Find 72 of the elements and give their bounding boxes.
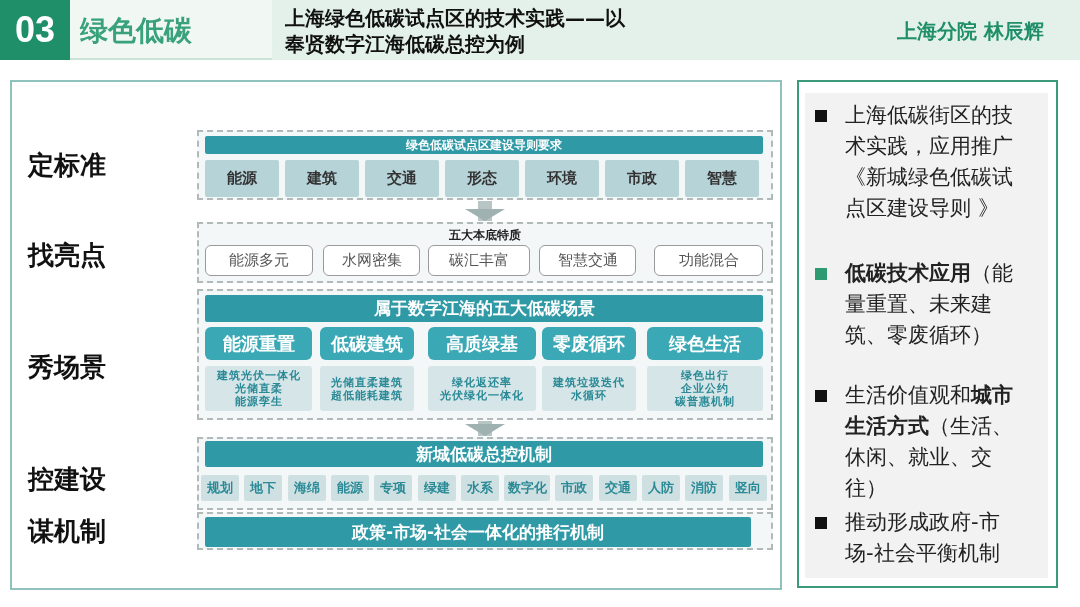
section-number: 03 xyxy=(0,0,70,60)
category-cell: 市政 xyxy=(605,160,679,197)
detail-line: 光储直柔建筑 xyxy=(331,375,403,389)
detail-line: 碳普惠机制 xyxy=(675,395,735,408)
dashed-group-box xyxy=(197,512,773,550)
bullet-text: 生活价值观和城市生活方式（生活、休闲、就业、交往） xyxy=(845,382,1014,502)
category-cell: 环境 xyxy=(525,160,599,197)
mechanism-cell: 绿建 xyxy=(417,475,456,501)
scene-detail-box xyxy=(647,366,763,411)
mechanism-cell: 地下 xyxy=(244,475,283,501)
scene-detail-box xyxy=(428,366,536,411)
mechanism-cell: 竖向 xyxy=(728,475,767,501)
mechanism-cell: 消防 xyxy=(685,475,724,501)
mechanism-cell: 市政 xyxy=(555,475,594,501)
mechanism-cell: 数字化 xyxy=(504,475,551,501)
detail-line: 企业公约 xyxy=(681,382,729,395)
scene-detail-box xyxy=(320,366,414,411)
banner-bar: 政策-市场-社会一体化的推行机制 xyxy=(205,517,751,547)
bullet-text: 推动形成政府-市场-社会平衡机制 xyxy=(845,509,1001,567)
dashed-group-box xyxy=(197,437,773,510)
category-cell: 交通 xyxy=(365,160,439,197)
group-heading: 五大本底特质 xyxy=(449,227,521,244)
scene-title-box: 能源重置 xyxy=(205,327,312,360)
scene-title-box: 绿色生活 xyxy=(647,327,763,360)
arrow xyxy=(465,201,505,221)
detail-line: 超低能耗建筑 xyxy=(331,388,403,402)
mechanism-cell: 海绵 xyxy=(287,475,326,501)
detail-line: 光伏绿化一体化 xyxy=(440,388,524,402)
mechanism-cell: 交通 xyxy=(598,475,637,501)
row-label: 谋机制 xyxy=(28,515,106,548)
detail-line: 绿色出行 xyxy=(681,369,729,382)
detail-line: 能源孪生 xyxy=(234,395,283,408)
row-label: 定标准 xyxy=(28,149,106,182)
banner-bar: 属于数字江海的五大低碳场景 xyxy=(205,295,763,322)
feature-box: 智慧交通 xyxy=(539,245,636,276)
mechanism-cell: 规划 xyxy=(201,475,239,501)
scene-title-box: 零废循环 xyxy=(542,327,636,360)
mechanism-cell: 能源 xyxy=(330,475,369,501)
dashed-group-box xyxy=(197,289,773,420)
feature-box: 碳汇丰富 xyxy=(428,245,530,276)
dashed-group-box xyxy=(197,130,773,200)
bullet-text: 上海低碳街区的技术实践，应用推广《新城绿色低碳试点区建设导则 》 xyxy=(845,102,1014,222)
bullet-text: 低碳技术应用（能量重置、未来建筑、零废循环） xyxy=(845,260,1014,349)
detail-line: 建筑垃圾迭代 xyxy=(553,375,625,389)
slide-title: 上海绿色低碳试点区的技术实践——以奉贤数字江海低碳总控为例 xyxy=(285,5,625,57)
detail-line: 水循环 xyxy=(571,388,607,402)
category-cell: 形态 xyxy=(445,160,519,197)
mechanism-cell: 人防 xyxy=(642,475,680,501)
row-label: 秀场景 xyxy=(28,351,106,384)
row-label: 控建设 xyxy=(28,463,106,496)
detail-line: 光储直柔 xyxy=(234,382,283,395)
banner-bar: 新城低碳总控机制 xyxy=(205,441,763,467)
scene-detail-box xyxy=(542,366,636,411)
feature-box: 水网密集 xyxy=(323,245,420,276)
mechanism-cell: 水系 xyxy=(460,475,499,501)
scene-title-box: 高质绿基 xyxy=(428,327,536,360)
category-cell: 建筑 xyxy=(285,160,359,197)
detail-line: 建筑光伏一体化 xyxy=(216,369,301,382)
category-cell: 能源 xyxy=(205,160,279,197)
detail-line: 绿化返还率 xyxy=(452,375,512,389)
row-label: 找亮点 xyxy=(28,239,106,272)
arrow xyxy=(465,421,505,436)
feature-box: 能源多元 xyxy=(205,245,313,276)
feature-box: 功能混合 xyxy=(654,245,763,276)
author-name: 上海分院 林辰辉 xyxy=(897,18,1044,45)
scene-detail-box xyxy=(205,366,312,411)
banner-bar: 绿色低碳试点区建设导则要求 xyxy=(205,136,763,154)
mechanism-cell: 专项 xyxy=(374,475,413,501)
category-cell: 智慧 xyxy=(685,160,759,197)
section-title: 绿色低碳 xyxy=(80,13,192,49)
dashed-group-box xyxy=(197,222,773,283)
scene-title-box: 低碳建筑 xyxy=(320,327,414,360)
